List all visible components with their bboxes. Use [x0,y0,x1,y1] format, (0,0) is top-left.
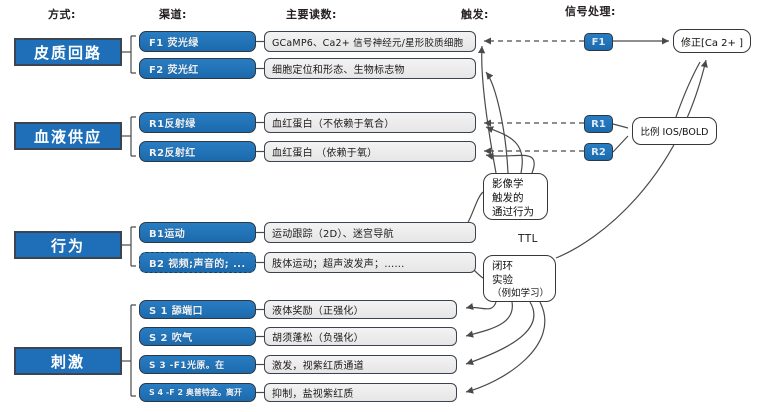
readout-box-s4[interactable]: 抑制，盐视紫红质 [264,383,457,402]
closed-loop-arrows [465,301,546,394]
signal-badge-r2[interactable]: R2 [584,143,613,161]
bracket-cortical [122,35,136,74]
callout-line: 影像学 [492,178,524,190]
channel-box-f1[interactable]: F1 荧光绿 [139,31,256,52]
process-box-ios-bold-ratio[interactable]: 比例 IOS/BOLD [632,117,717,145]
modality-box-behavior[interactable]: 行为 [14,231,122,259]
modality-box-cortical-circuit[interactable]: 皮质回路 [14,38,122,66]
process-box-ca-correction[interactable]: 修正[Ca 2+ ] [673,29,751,53]
channel-box-b1[interactable]: B1运动 [139,222,256,243]
signal-badge-f1[interactable]: F1 [584,33,613,51]
ttl-label: TTL [518,233,538,245]
column-header-channel: 渠道: [159,8,187,21]
modality-box-stimulation[interactable]: 刺激 [14,347,122,375]
imaging-trigger-arrows [477,45,535,174]
channel-box-s1[interactable]: S 1 舔端口 [139,300,256,319]
readout-box-s3[interactable]: 激发，视紫红质通道 [264,355,457,374]
channel-box-s3[interactable]: S 3 -F1光原。在 [139,355,256,374]
column-header-trigger: 触发: [461,8,489,21]
dashed-feedback-lines [484,37,584,155]
callout-line: （例如学习） [492,287,550,299]
readout-box-f1[interactable]: GCaMP6、Ca2+ 信号神经元/星形胶质细胞 [264,31,476,52]
callout-line: 闭环 [492,260,513,272]
channel-box-r1[interactable]: R1反射绿 [139,112,256,133]
readout-box-b1[interactable]: 运动跟踪（2D）、迷宫导航 [264,222,476,243]
channel-readout-links [256,40,264,394]
bracket-stimulation [122,304,136,397]
column-header-modality: 方式: [48,8,76,21]
bracket-behavior [122,226,136,267]
callout-closed-loop-experiment[interactable]: 闭环 实验 （例如学习） [483,255,556,302]
readout-box-s2[interactable]: 胡须蓬松（负强化） [264,327,457,346]
signal-badge-r1[interactable]: R1 [584,115,613,133]
column-header-signal-processing: 信号处理: [565,5,616,18]
readout-box-r2[interactable]: 血红蛋白 （依赖于氧） [264,141,476,162]
closed-loop-to-correction [555,59,708,259]
channel-box-b2[interactable]: B2 视频;声音的; ... [139,252,256,273]
readout-box-f2[interactable]: 细胞定位和形态、生物标志物 [264,58,476,79]
callout-imaging-triggered-by-behavior[interactable]: 影像学 触发的 通过行为 [483,173,548,220]
readout-box-s1[interactable]: 液体奖励（正强化） [264,300,457,319]
bracket-blood [122,116,136,157]
channel-box-s4[interactable]: S 4 -F 2 奥普特金。离开 [139,383,256,402]
readout-box-b2[interactable]: 肢体运动；超声波发声；…… [264,252,476,273]
callout-line: 通过行为 [492,205,534,218]
modality-box-blood-supply[interactable]: 血液供应 [14,122,122,150]
channel-box-r2[interactable]: R2反射红 [139,141,256,162]
column-header-readout: 主要读数: [286,8,337,21]
channel-box-s2[interactable]: S 2 吹气 [139,327,256,346]
channel-box-f2[interactable]: F2 荧光红 [139,58,256,79]
callout-line: 实验 [492,273,513,286]
readout-box-r1[interactable]: 血红蛋白（不依赖于氧合） [264,112,476,133]
callout-line: 触发的 [492,191,524,204]
